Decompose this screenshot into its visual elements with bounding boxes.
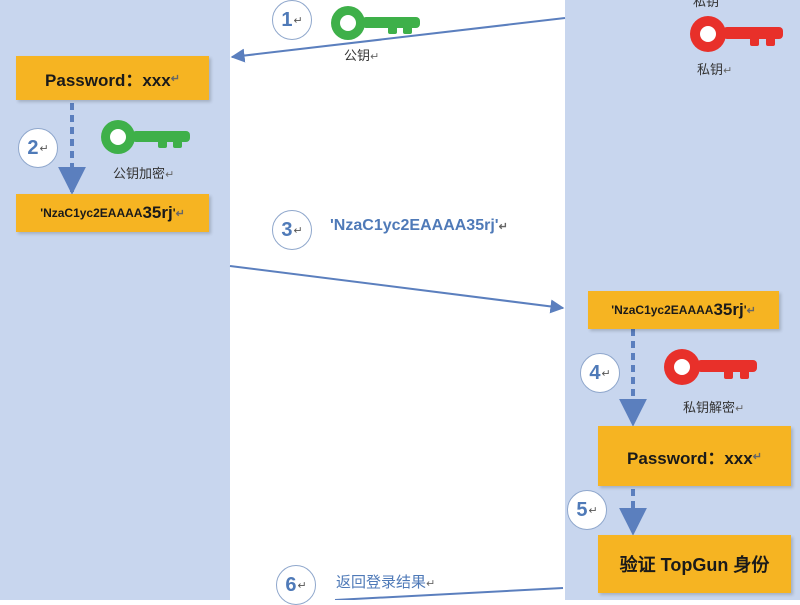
- step-number-5: 5: [576, 498, 588, 521]
- step-badge-5: 5↵: [567, 490, 607, 530]
- public-key-icon: [331, 6, 420, 40]
- arrow-return-result: [334, 587, 564, 600]
- step-badge-3: 3↵: [272, 210, 312, 250]
- return-mark: ↵: [588, 504, 598, 517]
- server-token-suffix: ': [743, 303, 747, 317]
- client-token-prefix: 'NzaC1yc2EAAAA: [40, 206, 143, 220]
- server-token-big: 35rj: [713, 300, 744, 319]
- private-key-top-label: 私钥: [693, 0, 720, 10]
- step-number-3: 3: [281, 218, 293, 241]
- return-mark: ↵: [293, 224, 303, 237]
- public-key-label: 公钥↵: [344, 49, 380, 64]
- client-token-suffix: ': [172, 206, 176, 220]
- step-number-2: 2: [27, 136, 39, 159]
- private-key-label: 私钥↵: [697, 63, 733, 78]
- client-password-text: Password：xxx: [45, 70, 171, 90]
- server-password-text: Password：xxx: [627, 448, 753, 468]
- step-number-1: 1: [281, 8, 293, 31]
- step-number-4: 4: [589, 361, 601, 384]
- return-mark: ↵: [601, 367, 611, 380]
- arrow-token-to-server: [229, 265, 565, 314]
- public-key-encrypt-label: 公钥加密↵: [113, 167, 175, 182]
- return-mark: ↵: [39, 142, 49, 155]
- arrow-public-key-to-client: [230, 17, 566, 63]
- server-password-box: Password：xxx↵: [598, 426, 791, 486]
- client-password-box: Password：xxx↵: [16, 56, 209, 100]
- public-key-encrypt-icon: [101, 120, 190, 154]
- client-lane: [0, 0, 230, 600]
- return-result-label: 返回登录结果↵: [336, 573, 436, 591]
- private-key-decrypt-label: 私钥解密↵: [683, 401, 745, 416]
- step-badge-2: 2↵: [18, 128, 58, 168]
- server-token-prefix: 'NzaC1yc2EAAAA: [611, 303, 714, 317]
- step-number-6: 6: [285, 573, 297, 596]
- return-mark: ↵: [293, 14, 303, 27]
- private-key-decrypt-icon: [664, 349, 757, 385]
- client-token-big: 35rj: [142, 203, 173, 222]
- verify-identity-box: 验证 TopGun 身份: [598, 535, 791, 593]
- verify-identity-text: 验证 TopGun 身份: [619, 555, 770, 575]
- step-badge-6: 6↵: [276, 565, 316, 605]
- private-key-icon: [690, 16, 783, 52]
- step-badge-1: 1↵: [272, 0, 312, 40]
- step-badge-4: 4↵: [580, 353, 620, 393]
- token-message-label: 'NzaC1yc2EAAAA35rj'↵: [330, 217, 508, 234]
- return-mark: ↵: [297, 579, 307, 592]
